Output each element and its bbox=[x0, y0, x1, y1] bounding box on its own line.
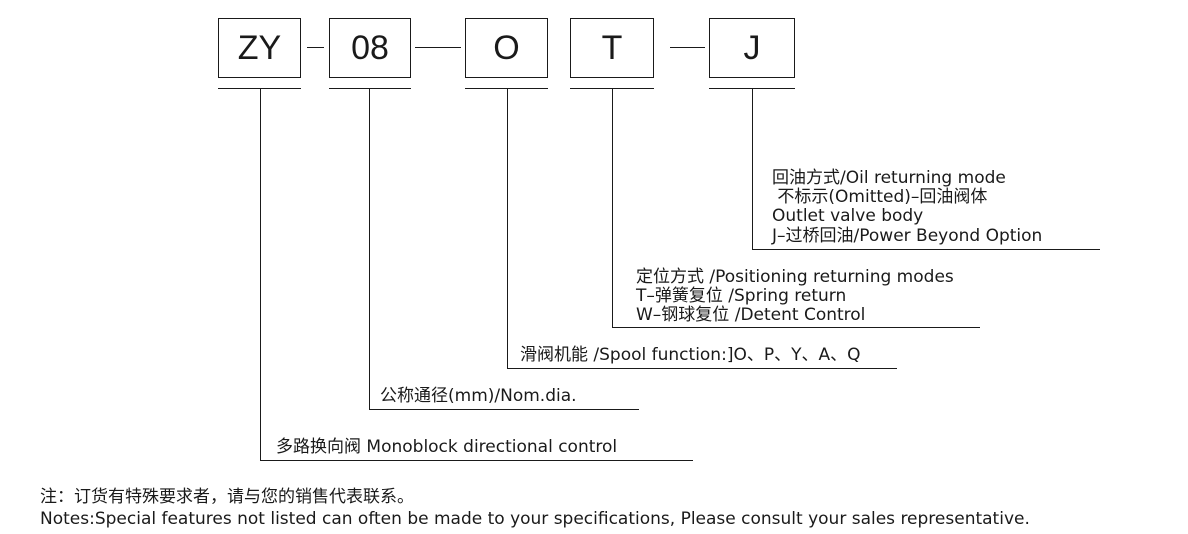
leader-underline-positioning bbox=[612, 327, 980, 328]
label-oil-return-title: 回油方式/Oil returning mode bbox=[772, 168, 1006, 188]
label-oil-return-outlet: Outlet valve body bbox=[772, 206, 924, 226]
code-box-nominal-diameter: 08 bbox=[329, 18, 411, 78]
leader-line-nominal bbox=[369, 88, 370, 409]
leader-line-spool bbox=[507, 88, 508, 368]
leader-underline-spool bbox=[507, 368, 897, 369]
label-nominal-diameter: 公称通径(mm)/Nom.dia. bbox=[380, 386, 577, 406]
leader-line-oil-return bbox=[752, 88, 753, 249]
separator-dash bbox=[670, 47, 705, 48]
code-box-spool-function: O bbox=[465, 18, 548, 78]
separator-dash bbox=[415, 47, 461, 48]
code-box-positioning: T bbox=[570, 18, 654, 78]
label-positioning-detent: W–钢球复位 /Detent Control bbox=[636, 305, 866, 325]
box-underline bbox=[218, 88, 301, 89]
code-box-oil-return: J bbox=[709, 18, 795, 78]
note-chinese: 注：订货有特殊要求者，请与您的销售代表联系。 bbox=[40, 487, 414, 507]
label-positioning-title: 定位方式 /Positioning returning modes bbox=[636, 267, 954, 287]
leader-underline-oil-return bbox=[752, 249, 1100, 250]
label-positioning-spring: T–弹簧复位 /Spring return bbox=[636, 286, 847, 306]
label-oil-return-power-beyond: J–过桥回油/Power Beyond Option bbox=[772, 226, 1043, 246]
box-underline bbox=[329, 88, 411, 89]
label-oil-return-omitted: 不标示(Omitted)–回油阀体 bbox=[772, 187, 988, 207]
leader-underline-nominal bbox=[369, 409, 639, 410]
box-underline bbox=[465, 88, 548, 89]
label-valve-type: 多路换向阀 Monoblock directional control bbox=[276, 437, 618, 457]
leader-line-positioning bbox=[612, 88, 613, 327]
code-box-series: ZY bbox=[218, 18, 301, 78]
leader-underline-type bbox=[260, 460, 693, 461]
label-spool-function: 滑阀机能 /Spool function:]O、P、Y、A、Q bbox=[520, 345, 861, 365]
leader-line-type bbox=[260, 88, 261, 460]
separator-dash bbox=[307, 47, 324, 48]
note-english: Notes:Special features not listed can of… bbox=[40, 509, 1030, 529]
